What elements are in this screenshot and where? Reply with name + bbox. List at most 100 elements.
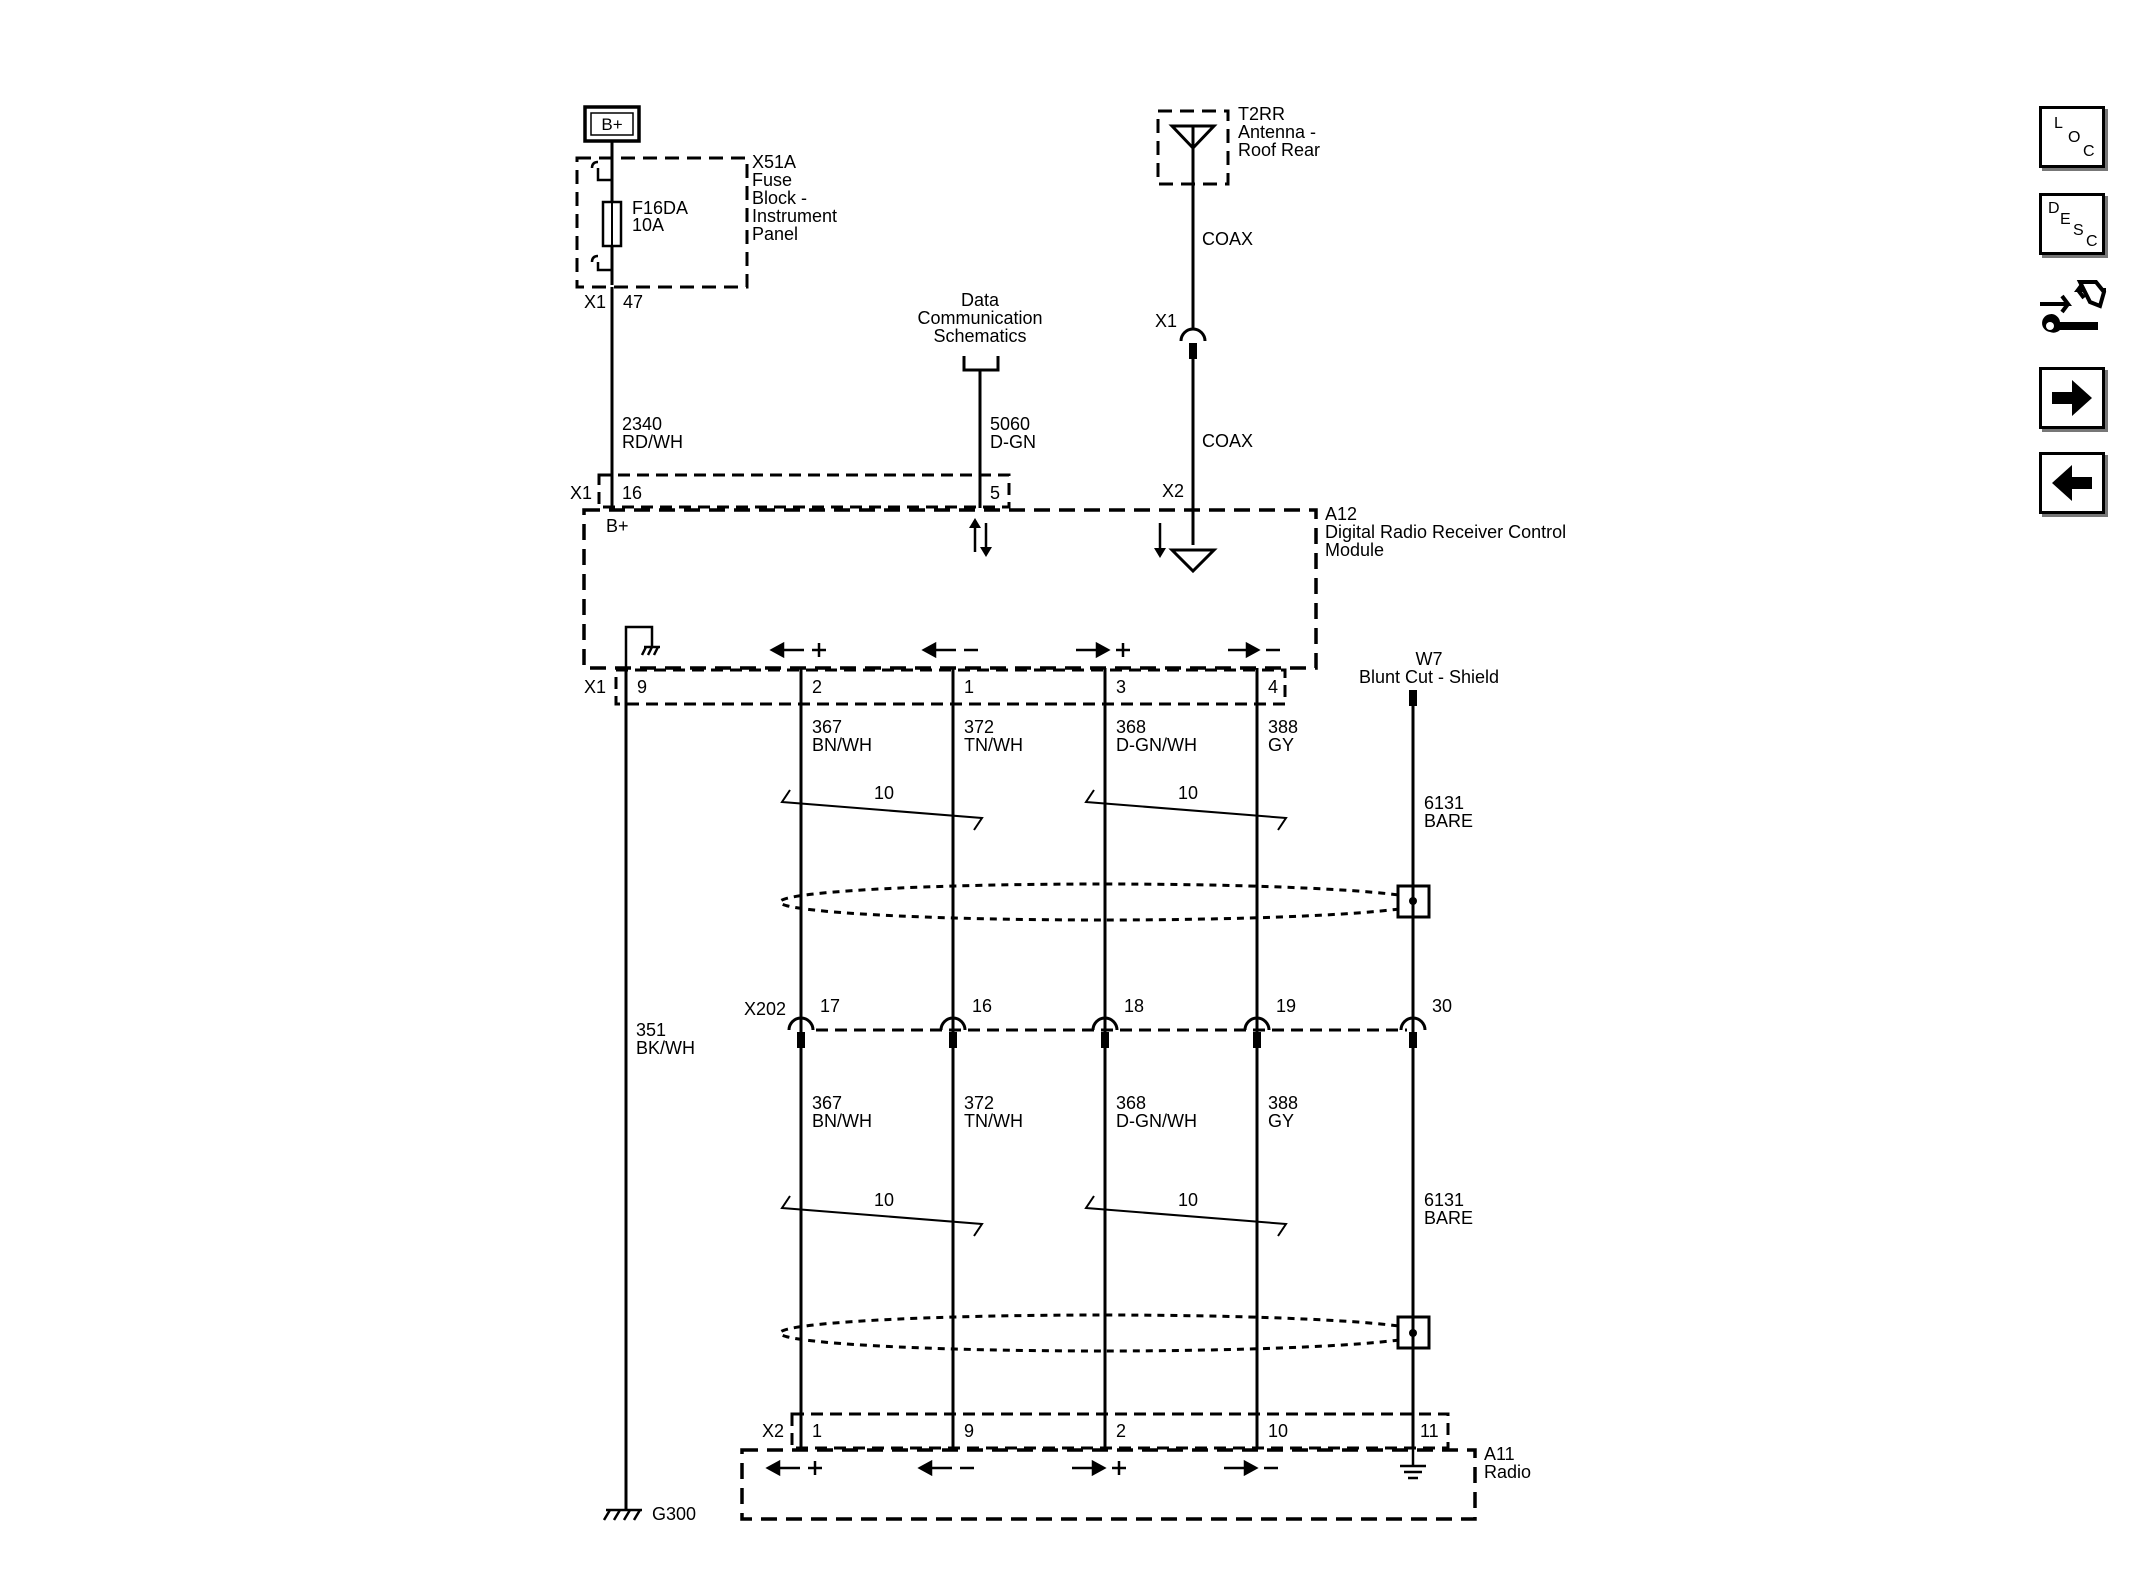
antenna-icon (1168, 124, 1218, 151)
loc-letter: O (2068, 129, 2081, 146)
arrow-right-icon (2052, 380, 2092, 416)
radio-receiver-module-outline (582, 508, 1318, 670)
twisted-pair-icon (780, 789, 984, 831)
fuse-block-name-line: Block - (752, 188, 807, 208)
chassis-ground-icon (602, 1508, 642, 1521)
signal-color: GY (1268, 735, 1294, 755)
twisted-pair-icon (1084, 789, 1288, 831)
previous-page-button[interactable] (2039, 452, 2105, 514)
data-comm-label-line: Data (961, 290, 1000, 310)
drain-color: BARE (1424, 811, 1473, 831)
x202-pin: 17 (820, 996, 840, 1016)
radio-pin: 1 (812, 1421, 822, 1441)
twisted-pair-icon (780, 1195, 984, 1237)
module-connector-x1-top (597, 473, 1011, 509)
arrow-left-icon (2052, 465, 2092, 501)
coax-lower-label: COAX (1202, 431, 1253, 451)
signal-circuit: 368 (1116, 1093, 1146, 1113)
fuse-block-name-line: Instrument (752, 206, 837, 226)
drain-circuit: 6131 (1424, 1190, 1464, 1210)
module-signal-pin: 2 (812, 677, 822, 697)
signal-wire-group: 2 1 3 4 367 BN/WH 372 TN/WH 368 D-GN/WH … (744, 668, 1452, 1448)
fuse-block-name-line: Fuse (752, 170, 792, 190)
data-comm-circuit: 5060 (990, 414, 1030, 434)
loc-button[interactable]: L O C (2039, 106, 2105, 168)
ground-wire-circuit: 351 (636, 1020, 666, 1040)
signal-circuit: 388 (1268, 1093, 1298, 1113)
ground-location-label: G300 (652, 1504, 696, 1524)
desc-letter: D (2048, 200, 2060, 217)
radio-name: Radio (1484, 1462, 1531, 1482)
battery-power-badge: B+ (583, 105, 641, 143)
signal-circuit: 372 (964, 1093, 994, 1113)
ground-wire-color: BK/WH (636, 1038, 695, 1058)
module-ground-pin: 9 (637, 677, 647, 697)
x202-pin: 18 (1124, 996, 1144, 1016)
next-page-button[interactable] (2039, 367, 2105, 429)
radio-outline (740, 1448, 1477, 1521)
signal-color: GY (1268, 1111, 1294, 1131)
drain-color: BARE (1424, 1208, 1473, 1228)
x202-pin: 19 (1276, 996, 1296, 1016)
loc-letter: C (2083, 143, 2095, 160)
antenna-inline-connector: X1 (1155, 311, 1177, 331)
antenna-input-icon (1168, 548, 1218, 574)
signal-color: BN/WH (812, 735, 872, 755)
drain-name: Blunt Cut - Shield (1359, 667, 1499, 687)
module-signal-pin: 3 (1116, 677, 1126, 697)
loc-letter: L (2054, 115, 2063, 132)
signal-circuit: 368 (1116, 717, 1146, 737)
radio-pin: 9 (964, 1421, 974, 1441)
fuse-terminal-bottom (590, 254, 612, 272)
fuse-rating: 10A (632, 215, 664, 235)
drain-circuit: 6131 (1424, 793, 1464, 813)
fuse-block-connector: X1 (584, 292, 606, 312)
data-comm-link-icon[interactable] (962, 356, 1000, 372)
desc-letter: E (2060, 211, 2071, 228)
connector-wrench-icon (2040, 280, 2107, 333)
module-signal-pin: 4 (1268, 677, 1278, 697)
antenna-name-line: Roof Rear (1238, 140, 1320, 160)
desc-button[interactable]: D E S C (2039, 193, 2105, 255)
twist-rate-label: 10 (1178, 783, 1198, 803)
module-power-connector: X1 (570, 483, 592, 503)
radio-connector: X2 (762, 1421, 784, 1441)
fuse-id: F16DA (632, 198, 688, 218)
module-id: A12 (1325, 504, 1357, 524)
antenna-module-connector: X2 (1162, 481, 1184, 501)
module-name-line: Module (1325, 540, 1384, 560)
radio-pin: 2 (1116, 1421, 1126, 1441)
signal-circuit: 367 (812, 1093, 842, 1113)
signal-color: D-GN/WH (1116, 735, 1197, 755)
desc-letter: S (2073, 222, 2084, 239)
twisted-pair-icon (1084, 1195, 1288, 1237)
signal-color: BN/WH (812, 1111, 872, 1131)
module-signal-pin: 1 (964, 677, 974, 697)
radio-pin: 10 (1268, 1421, 1288, 1441)
module-signal-connector: X1 (584, 677, 606, 697)
power-wire-circuit: 2340 (622, 414, 662, 434)
radio-id: A11 (1484, 1444, 1515, 1464)
x202-pin: 30 (1432, 996, 1452, 1016)
module-ground-icon (624, 625, 660, 668)
antenna-id: T2RR (1238, 104, 1285, 124)
signal-color: TN/WH (964, 1111, 1023, 1131)
drain-id: W7 (1416, 649, 1443, 669)
antenna-name-line: Antenna - (1238, 122, 1316, 142)
twist-rate-label: 10 (874, 1190, 894, 1210)
fuse-block-id: X51A (752, 152, 796, 172)
module-name-line: Digital Radio Receiver Control (1325, 522, 1566, 542)
signal-direction-icons (769, 641, 1280, 659)
module-power-pin: 16 (622, 483, 642, 503)
coax-upper-label: COAX (1202, 229, 1253, 249)
radio-signal-direction-icons (765, 1459, 1278, 1477)
inline-connector-x1 (1179, 327, 1207, 342)
bidirectional-arrow-icon (969, 518, 992, 557)
connector-diagnostics-button[interactable] (2036, 278, 2110, 344)
battery-power-label: B+ (601, 115, 622, 134)
signal-color: TN/WH (964, 735, 1023, 755)
module-data-pin: 5 (990, 483, 1000, 503)
x202-pin: 16 (972, 996, 992, 1016)
module-power-label: B+ (606, 516, 629, 536)
